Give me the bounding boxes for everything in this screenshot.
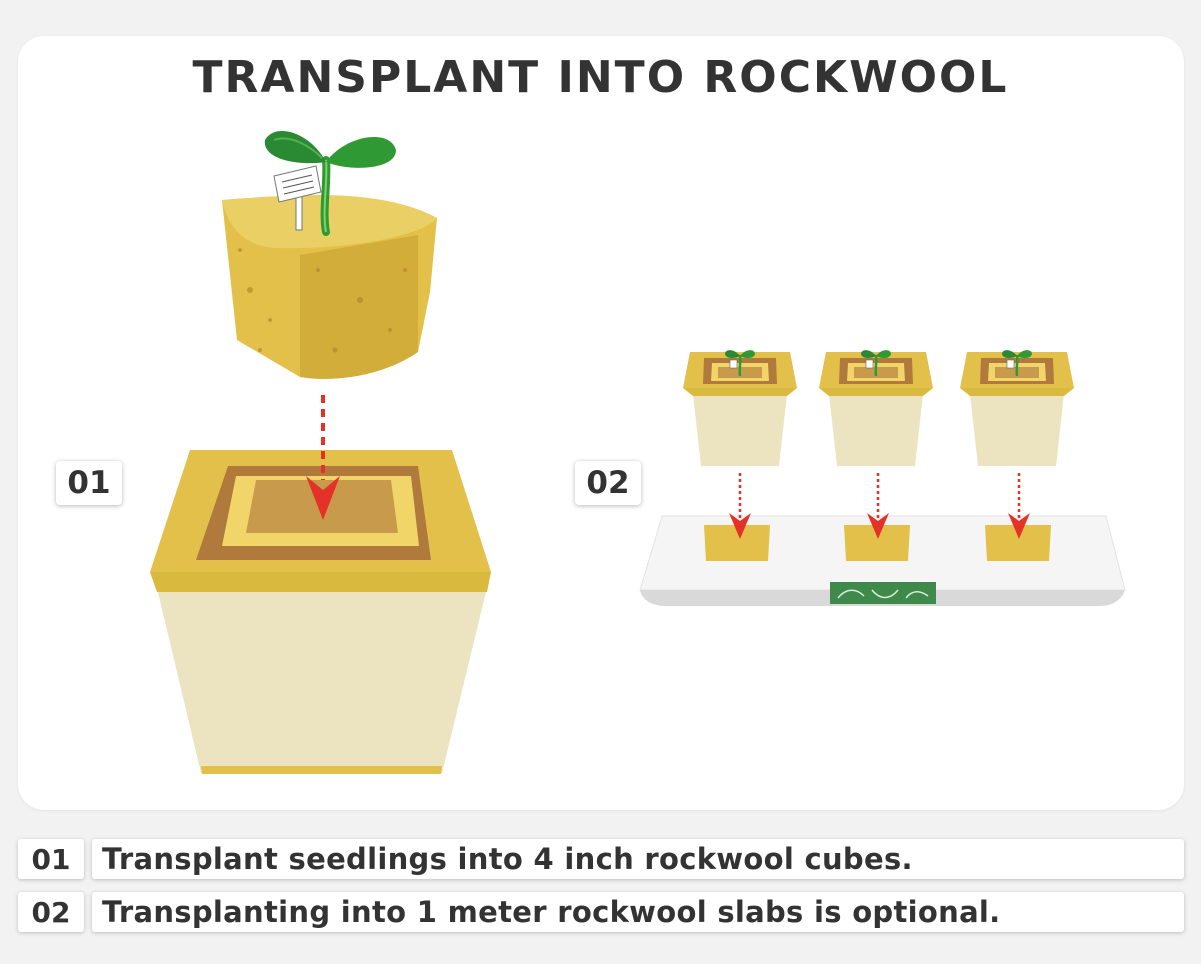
step-badge-01: 01 bbox=[56, 461, 122, 505]
seedling-sprout bbox=[264, 131, 396, 236]
mini-cube-1 bbox=[681, 348, 799, 468]
caption-number: 01 bbox=[18, 839, 84, 879]
caption-row-02: 02 Transplanting into 1 meter rockwool s… bbox=[18, 892, 1184, 932]
caption-text: Transplanting into 1 meter rockwool slab… bbox=[92, 892, 1184, 932]
mini-cube-3 bbox=[958, 348, 1076, 468]
step-badge-02: 02 bbox=[575, 461, 641, 505]
large-rockwool-cube bbox=[150, 450, 491, 774]
plant-label-stake bbox=[273, 165, 322, 231]
page-title: TRANSPLANT INTO ROCKWOOL bbox=[192, 52, 1009, 103]
mini-cube-2 bbox=[817, 348, 935, 468]
caption-text: Transplant seedlings into 4 inch rockwoo… bbox=[92, 839, 1184, 879]
caption-row-01: 01 Transplant seedlings into 4 inch rock… bbox=[18, 839, 1184, 879]
caption-number: 02 bbox=[18, 892, 84, 932]
transplant-arrow-01 bbox=[306, 395, 340, 520]
seedling-cube bbox=[222, 195, 437, 379]
